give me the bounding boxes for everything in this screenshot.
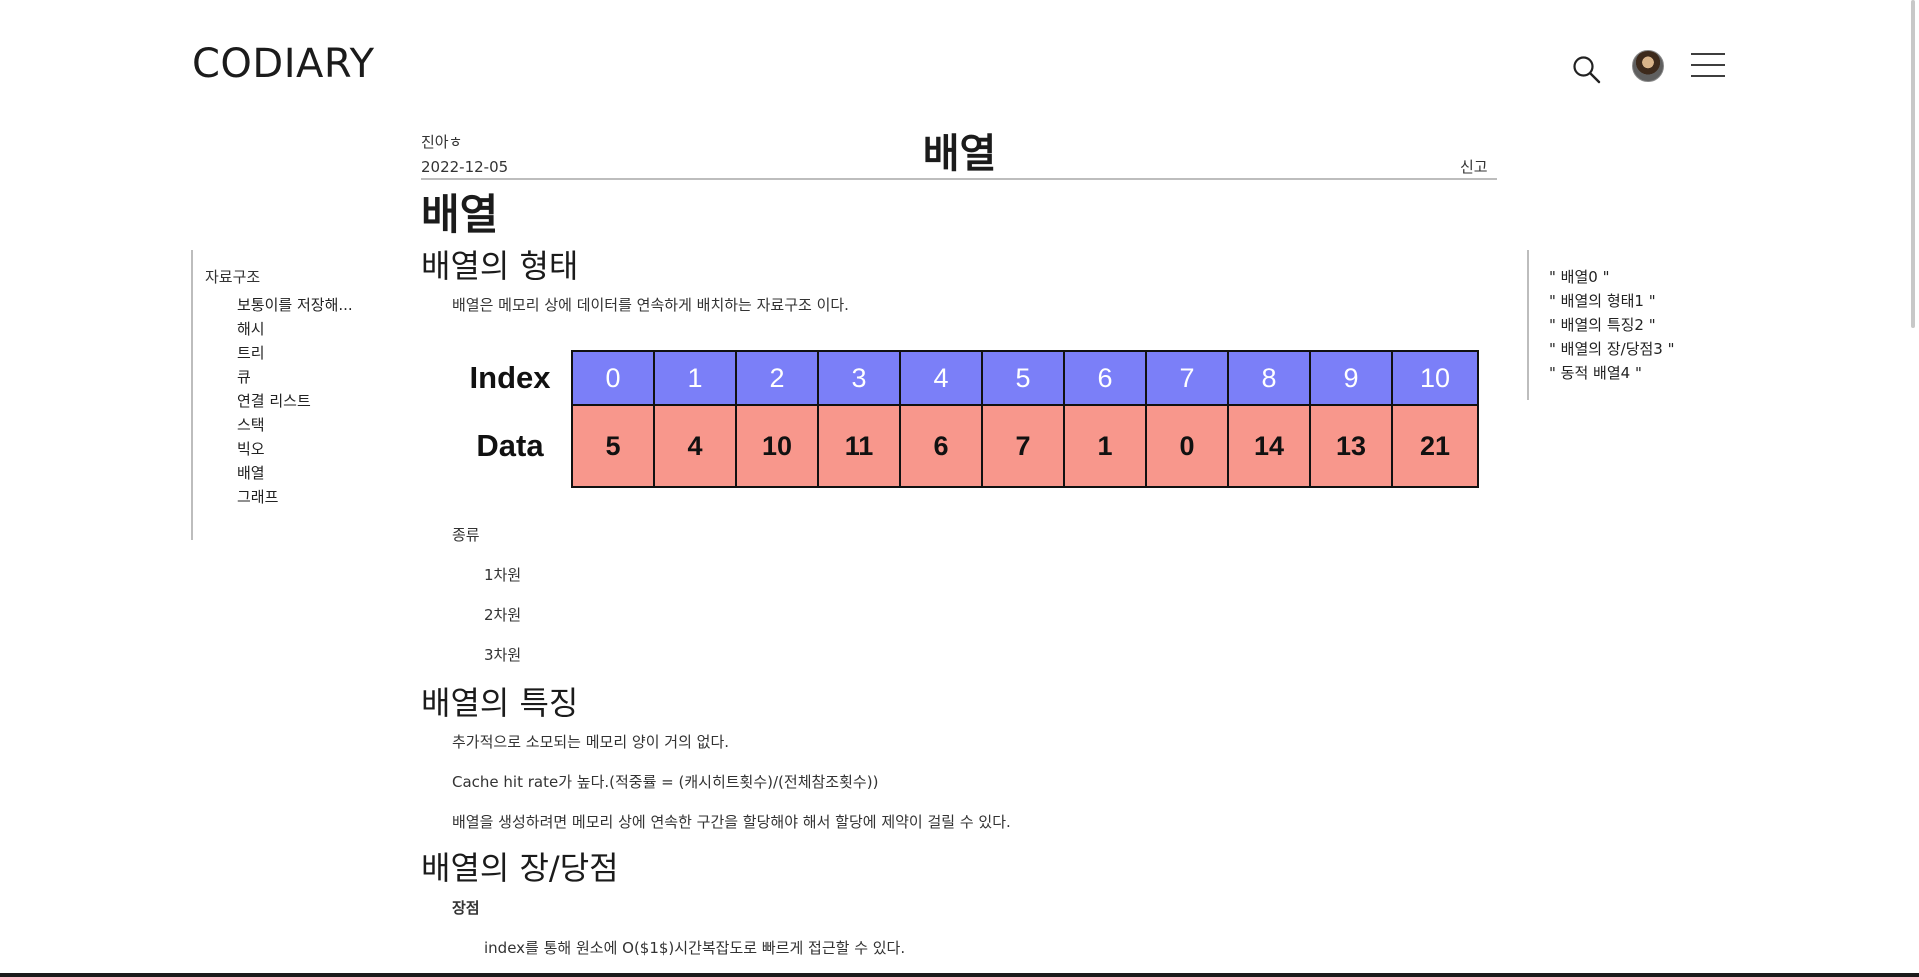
- data-cell: 10: [735, 404, 819, 488]
- toc-item[interactable]: " 배열의 장/당점3 ": [1549, 340, 1675, 358]
- toc-item[interactable]: " 배열0 ": [1549, 268, 1610, 286]
- category-item[interactable]: 빅오: [237, 440, 265, 458]
- index-cell: 9: [1309, 350, 1393, 406]
- post-title: 배열: [922, 131, 997, 177]
- list-item: index를 통해 원소에 O($1$)시간복잡도로 빠르게 접근할 수 있다.: [484, 939, 906, 957]
- data-cell: 14: [1227, 404, 1311, 488]
- array-diagram: Index Data 0 1 2 3 4 5 6 7 8 9 10 5 4 10…: [455, 342, 1485, 502]
- post-date: 2022-12-05: [421, 158, 509, 176]
- list-item: 2차원: [484, 606, 522, 624]
- category-item[interactable]: 배열: [237, 464, 265, 482]
- category-item[interactable]: 스택: [237, 416, 265, 434]
- data-cell: 13: [1309, 404, 1393, 488]
- category-item[interactable]: 큐: [237, 368, 251, 386]
- category-item[interactable]: 그래프: [237, 488, 279, 506]
- index-cell: 3: [817, 350, 901, 406]
- brand-logo[interactable]: CODIARY: [192, 41, 375, 87]
- category-item[interactable]: 해시: [237, 320, 265, 338]
- data-cell: 6: [899, 404, 983, 488]
- table-of-contents: " 배열0 " " 배열의 형태1 " " 배열의 특징2 " " 배열의 장/…: [1527, 250, 1707, 400]
- index-cell: 5: [981, 350, 1065, 406]
- category-item[interactable]: 연결 리스트: [237, 392, 311, 410]
- category-item[interactable]: 보통이를 저장해...: [237, 296, 353, 314]
- data-cell: 11: [817, 404, 901, 488]
- data-cell: 7: [981, 404, 1065, 488]
- toc-item[interactable]: " 배열의 형태1 ": [1549, 292, 1656, 310]
- index-row: 0 1 2 3 4 5 6 7 8 9 10: [571, 350, 1479, 406]
- index-cell: 8: [1227, 350, 1311, 406]
- list-item: 1차원: [484, 566, 522, 584]
- data-row: 5 4 10 11 6 7 1 0 14 13 21: [571, 404, 1479, 488]
- paragraph: 배열은 메모리 상에 데이터를 연속하게 배치하는 자료구조 이다.: [452, 296, 849, 314]
- pros-label: 장점: [452, 899, 480, 917]
- index-cell: 4: [899, 350, 983, 406]
- data-cell: 4: [653, 404, 737, 488]
- data-cell: 1: [1063, 404, 1147, 488]
- section-heading-features: 배열의 특징: [421, 684, 579, 722]
- kinds-label: 종류: [452, 526, 480, 544]
- header-divider: [421, 178, 1497, 180]
- search-icon[interactable]: [1571, 54, 1601, 84]
- report-button[interactable]: 신고: [1460, 158, 1488, 176]
- category-sidebar: 자료구조 보통이를 저장해... 해시 트리 큐 연결 리스트 스택 빅오 배열…: [191, 250, 371, 540]
- toc-item[interactable]: " 동적 배열4 ": [1549, 364, 1642, 382]
- toc-item[interactable]: " 배열의 특징2 ": [1549, 316, 1656, 334]
- paragraph: 추가적으로 소모되는 메모리 양이 거의 없다.: [452, 733, 730, 751]
- post-author[interactable]: 진아ㅎ: [421, 133, 463, 151]
- bottom-border: [0, 973, 1919, 977]
- index-cell: 10: [1391, 350, 1479, 406]
- index-cell: 6: [1063, 350, 1147, 406]
- data-cell: 21: [1391, 404, 1479, 488]
- content-heading: 배열: [421, 190, 499, 239]
- index-cell: 1: [653, 350, 737, 406]
- category-title[interactable]: 자료구조: [205, 268, 261, 286]
- avatar[interactable]: [1632, 50, 1664, 82]
- index-cell: 2: [735, 350, 819, 406]
- data-cell: 5: [571, 404, 655, 488]
- index-cell: 0: [571, 350, 655, 406]
- section-heading-form: 배열의 형태: [421, 247, 579, 285]
- category-item[interactable]: 트리: [237, 344, 265, 362]
- page-scrollbar[interactable]: [1911, 0, 1915, 328]
- paragraph: 배열을 생성하려면 메모리 상에 연속한 구간을 할당해야 해서 할당에 제약이…: [452, 813, 1011, 831]
- index-row-label: Index: [469, 360, 551, 395]
- list-item: 3차원: [484, 646, 522, 664]
- paragraph: Cache hit rate가 높다.(적중률 = (캐시히트횟수)/(전체참조…: [452, 773, 879, 791]
- data-cell: 0: [1145, 404, 1229, 488]
- hamburger-menu-icon[interactable]: [1691, 52, 1725, 78]
- index-cell: 7: [1145, 350, 1229, 406]
- section-heading-pros-cons: 배열의 장/당점: [421, 849, 619, 887]
- data-row-label: Data: [476, 428, 544, 463]
